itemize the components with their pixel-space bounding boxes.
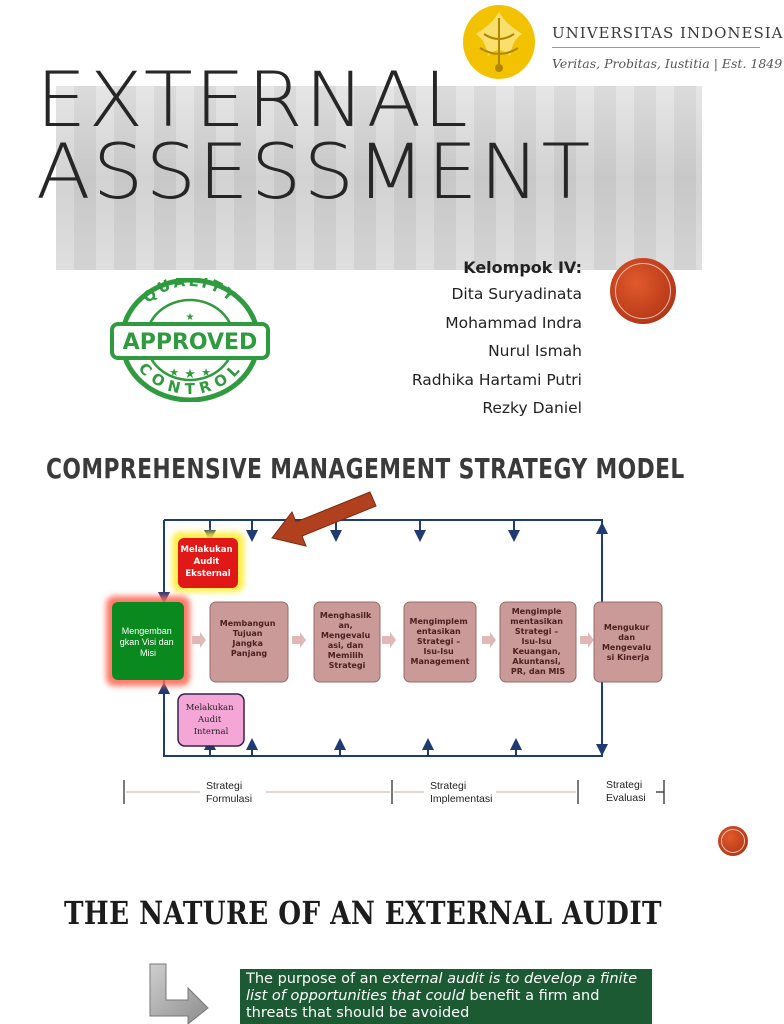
stamp-top-text: QUALITY: [139, 278, 238, 307]
divider: [552, 47, 760, 48]
member-name: Radhika Hartami Putri: [411, 370, 582, 389]
purpose-text-part: The purpose of an: [246, 971, 383, 987]
stage-label-formulation: Strategi Formulasi: [206, 780, 253, 805]
group-members-block: Kelompok IV: Dita Suryadinata Mohammad I…: [412, 256, 582, 423]
stage-label-evaluation: Strategi Evaluasi: [606, 779, 646, 804]
universitas-indonesia-logo-icon: [463, 5, 535, 79]
pointer-arrow-icon: [271, 491, 377, 547]
svg-text:Membangun Tujuan J: Membangun Tujuan Jangka Panjang: [220, 619, 278, 658]
step-box: [209, 601, 289, 683]
slide-title-line-1: EXTERNAL: [36, 55, 470, 144]
turn-right-arrow-icon: [149, 963, 209, 1024]
step-box: [593, 601, 663, 683]
purpose-text-part: external audit is to develop a finite li…: [246, 971, 638, 1004]
audit-internal-box: [177, 693, 245, 747]
slide-title-line-2: ASSESSMENT: [36, 127, 593, 216]
svg-text:★: ★: [186, 312, 195, 323]
stamp-middle-text: APPROVED: [123, 330, 258, 355]
member-name: Dita Suryadinata: [451, 285, 583, 303]
model-title: COMPREHENSIVE MANAGEMENT STRATEGY MODEL: [46, 452, 685, 485]
decorative-dot-icon: [718, 826, 748, 856]
purpose-text-part: benefit a firm and threats that should b…: [246, 988, 600, 1021]
member-name: Rezky Daniel: [482, 399, 582, 417]
step-box: [313, 601, 381, 683]
svg-text:Mengukur dan Menge: Mengukur dan Mengevalu si Kinerja: [602, 623, 654, 662]
member-name: Mohammad Indra: [445, 313, 582, 332]
stage-timeline: [123, 780, 665, 804]
decorative-dot-icon: [610, 258, 676, 324]
audit-external-box: [178, 538, 238, 588]
svg-text:★: ★: [169, 366, 179, 379]
svg-text:Mengimple mentasikan: Mengimple mentasikan Strategi – Isu-Isu …: [510, 607, 565, 676]
member-name: Nurul Ismah: [488, 342, 582, 360]
svg-text:Mengemban gkan Visi dan: Mengemban gkan Visi dan Misi: [120, 626, 176, 658]
svg-text:★: ★: [201, 366, 211, 379]
strategy-model-diagram: Melakukan Audit Eksternal Mengemban gkan…: [106, 491, 665, 804]
step-box: [403, 601, 477, 683]
svg-text:QUALITY: QUALITY: [139, 278, 241, 307]
audit-section-title: THE NATURE OF AN EXTERNAL AUDIT: [64, 894, 662, 932]
svg-text:Melakukan Audit Intern: Melakukan Audit Internal: [186, 703, 237, 737]
svg-text:Mengimplem entasikan: Mengimplem entasikan Strategi – Isu-Isu …: [410, 617, 471, 666]
university-motto: Veritas, Probitas, Iustitia | Est. 1849: [552, 56, 783, 71]
purpose-text-box: The purpose of an external audit is to d…: [240, 969, 652, 1024]
vision-mission-box: [112, 602, 184, 680]
university-name: UNIVERSITAS INDONESIA: [552, 24, 784, 42]
svg-text:★: ★: [184, 367, 196, 382]
group-heading: Kelompok IV:: [463, 258, 582, 277]
svg-text:Melakukan Audit Ekster: Melakukan Audit Eksternal: [181, 545, 236, 579]
quality-approved-stamp-icon: QUALITY CONTROL APPROVED ★ ★ ★ ★: [110, 278, 270, 402]
svg-text:Menghasilk an, Men: Menghasilk an, Mengevalu asi, dan Memili…: [320, 611, 374, 670]
stage-label-implementation: Strategi Implementasi: [430, 780, 493, 805]
flow-loop: [158, 519, 608, 757]
step-box: [499, 601, 577, 683]
title-background-band: [56, 86, 702, 270]
